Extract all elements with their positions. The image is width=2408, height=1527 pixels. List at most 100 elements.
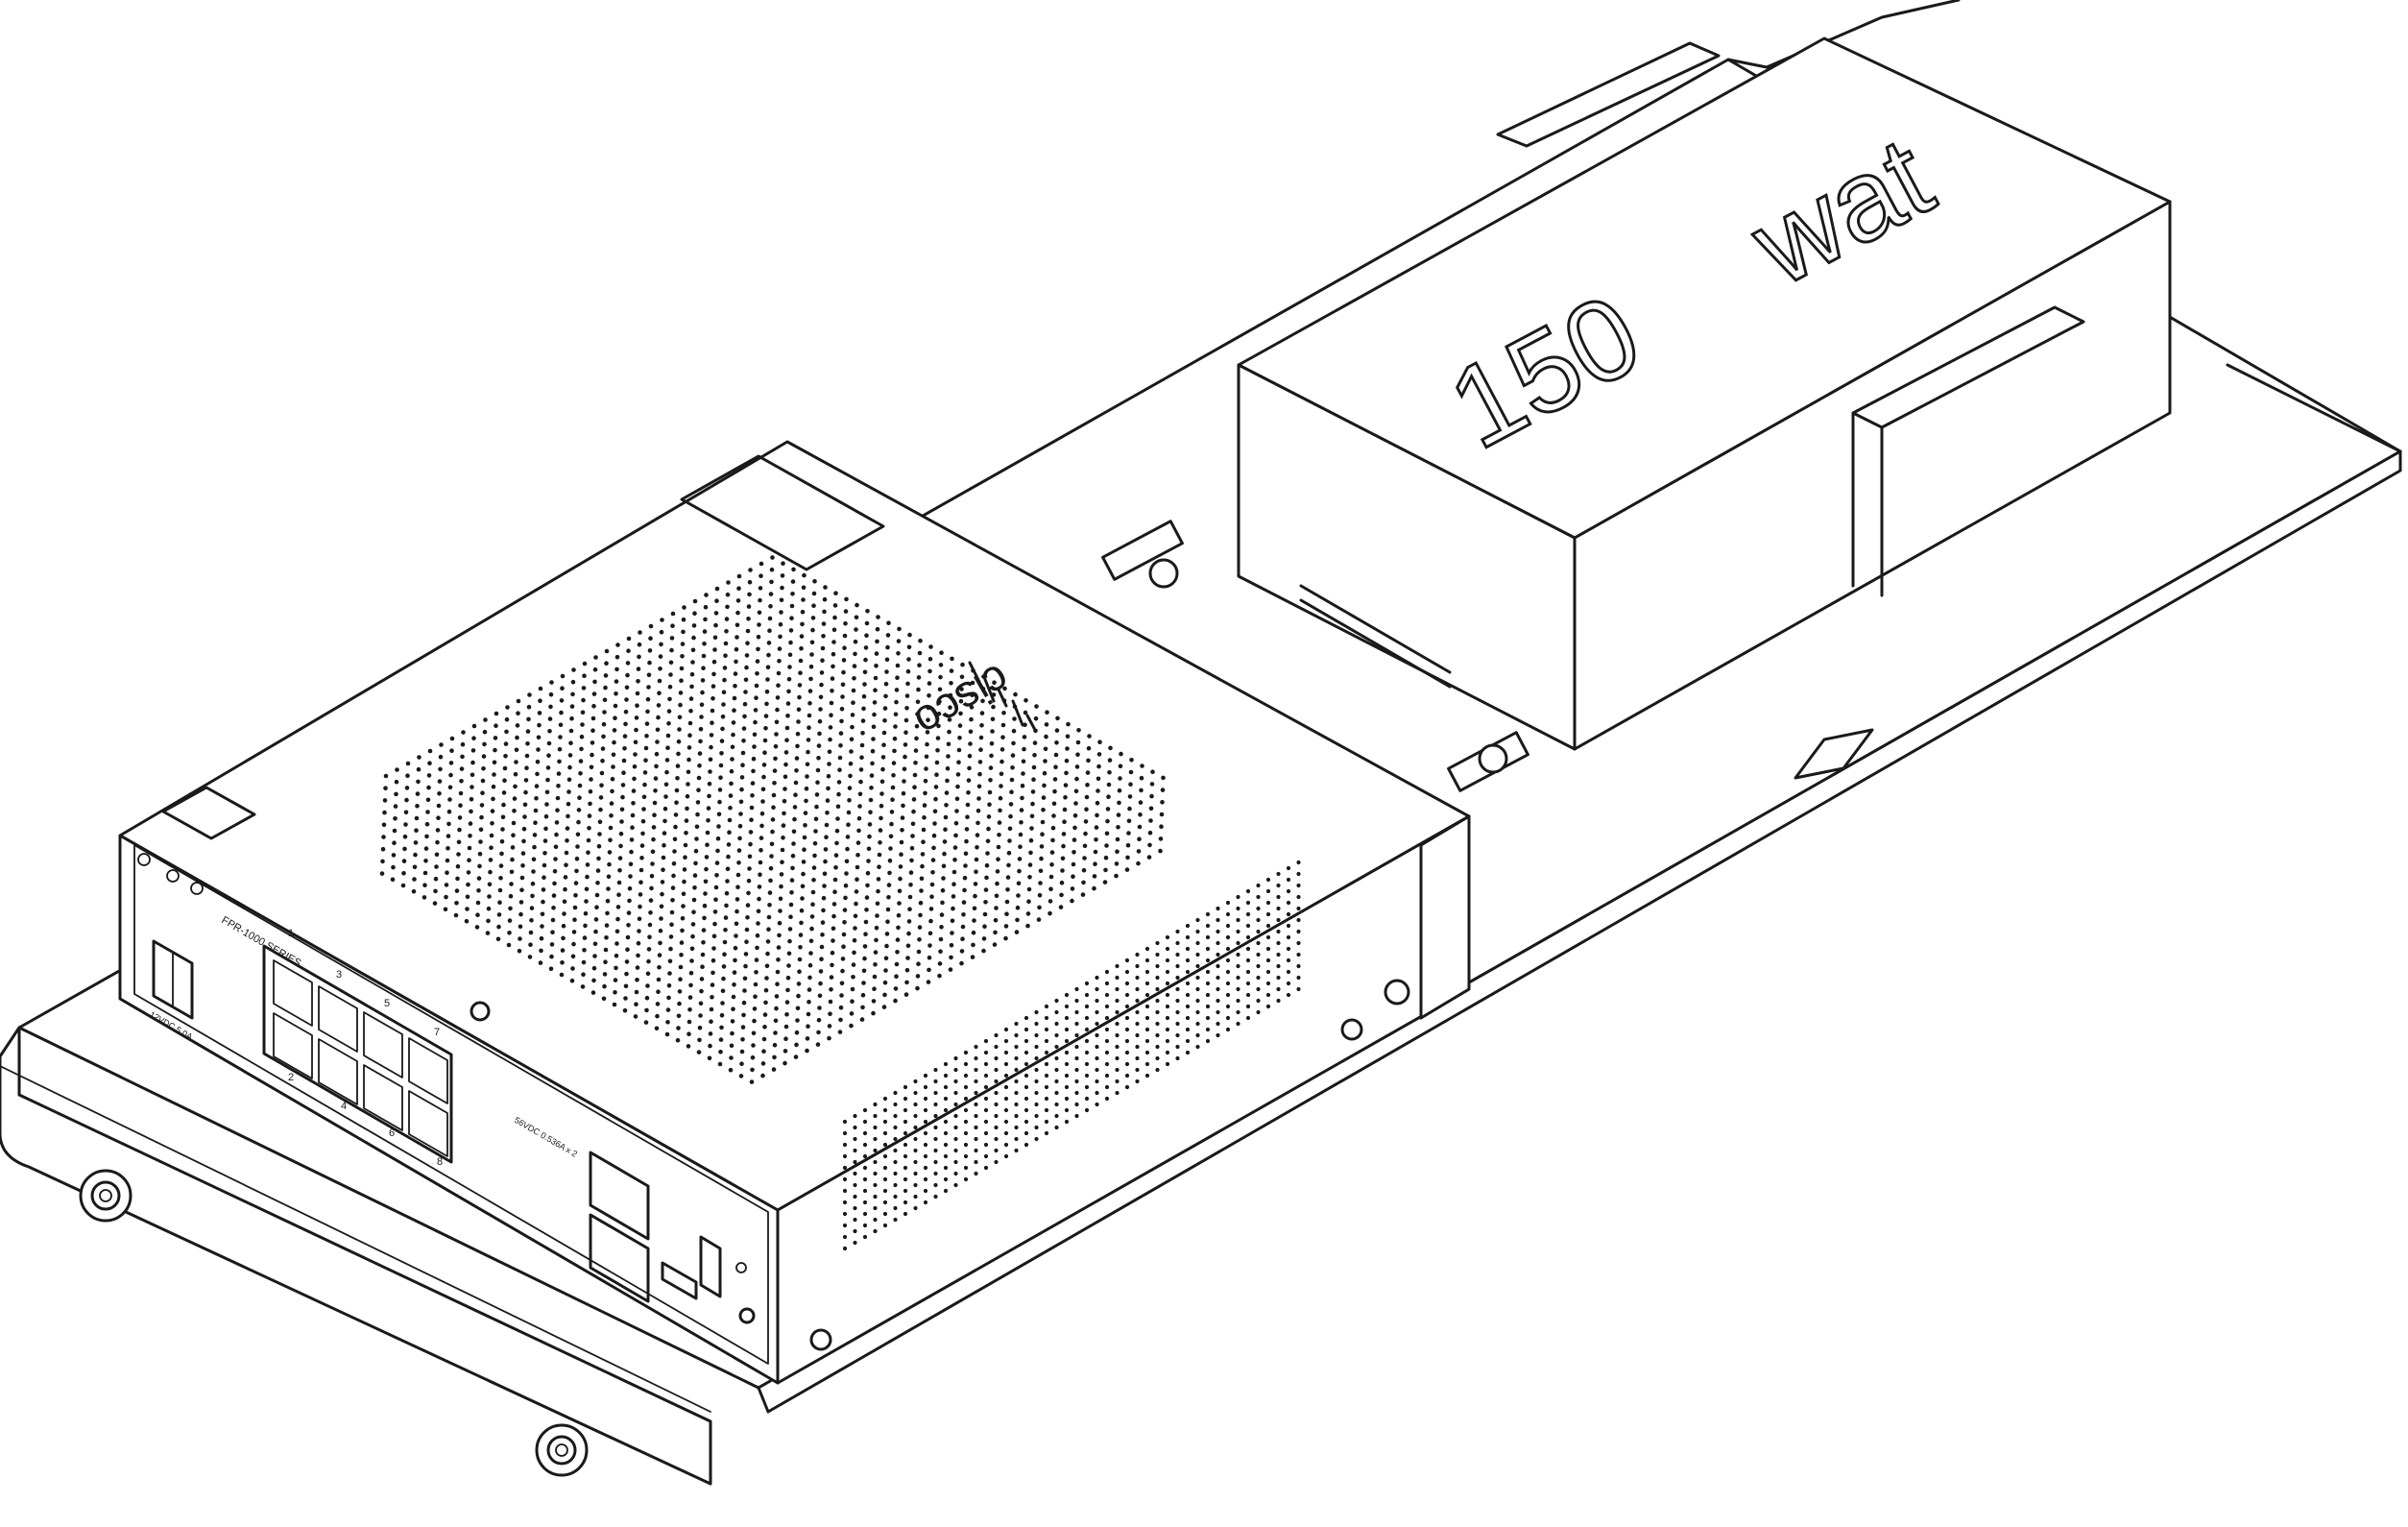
psu-left-face — [1237, 363, 1577, 751]
vent-hole — [713, 611, 719, 616]
vent-hole — [893, 1205, 898, 1211]
vent-hole — [486, 918, 491, 924]
vent-hole — [741, 1012, 746, 1018]
vent-hole — [1276, 871, 1281, 877]
vent-hole — [1185, 1004, 1191, 1009]
vent-hole — [483, 717, 488, 722]
vent-hole — [808, 664, 814, 669]
vent-hole — [725, 866, 731, 872]
vent-hole — [975, 808, 981, 813]
vent-hole — [1175, 940, 1180, 946]
vent-hole — [666, 721, 671, 726]
vent-hole — [1158, 848, 1163, 854]
vent-hole — [963, 863, 968, 868]
vent-hole — [924, 754, 929, 760]
vent-hole — [380, 859, 385, 864]
vent-hole — [988, 765, 994, 770]
vent-hole — [746, 604, 752, 609]
vent-hole — [872, 712, 877, 717]
vent-hole — [933, 1148, 938, 1153]
vent-hole — [685, 806, 689, 812]
vent-hole — [528, 942, 533, 947]
vent-hole — [858, 779, 863, 785]
vent-hole — [648, 623, 654, 629]
vent-hole — [1033, 715, 1039, 721]
vent-hole — [740, 763, 745, 767]
chassis-corner-label — [161, 786, 256, 840]
vent-hole — [561, 923, 566, 929]
vent-hole — [673, 812, 679, 817]
vent-hole — [454, 888, 460, 893]
vent-hole — [774, 1006, 779, 1011]
vent-hole — [1106, 794, 1111, 799]
vent-hole — [697, 1025, 703, 1030]
vent-hole — [1185, 969, 1191, 975]
vent-hole — [961, 900, 967, 905]
vent-hole — [879, 791, 884, 796]
vent-hole — [922, 815, 927, 820]
vent-hole — [745, 915, 750, 920]
vent-hole — [1081, 880, 1086, 885]
vent-hole — [994, 893, 999, 899]
vent-hole — [556, 784, 561, 788]
vent-hole — [950, 931, 954, 935]
vent-hole — [856, 828, 861, 834]
vent-hole — [629, 849, 634, 855]
vent-hole — [699, 702, 705, 708]
vent-hole — [643, 758, 648, 763]
vent-hole — [549, 954, 554, 959]
vent-hole — [500, 827, 505, 832]
vent-hole — [1102, 880, 1108, 885]
vent-hole — [532, 844, 537, 850]
vent-hole — [762, 1025, 767, 1030]
vent-hole — [454, 901, 459, 906]
vent-hole — [981, 948, 986, 954]
vent-hole — [807, 975, 812, 981]
vent-hole — [962, 887, 967, 893]
vent-hole — [829, 700, 834, 706]
vent-hole — [732, 970, 737, 975]
vent-hole — [759, 573, 763, 578]
vent-hole — [608, 837, 613, 842]
vent-hole — [1155, 1032, 1160, 1038]
vent-hole — [1286, 946, 1291, 952]
vent-hole — [681, 629, 686, 635]
vent-hole — [1034, 1009, 1039, 1015]
vent-hole — [1225, 957, 1231, 963]
vent-hole — [1084, 794, 1090, 800]
vent-hole — [1014, 1148, 1019, 1153]
vent-hole — [1185, 1038, 1191, 1044]
vent-hole — [486, 906, 492, 911]
vent-hole — [735, 610, 740, 616]
side-vent-grid — [842, 860, 1301, 1251]
vent-hole — [570, 679, 576, 685]
vent-hole — [853, 1240, 857, 1246]
vent-hole — [1064, 1061, 1070, 1067]
vent-hole — [714, 860, 720, 865]
vent-hole — [453, 912, 459, 918]
vent-hole — [1023, 1050, 1029, 1055]
vent-hole — [623, 983, 629, 989]
vent-hole — [809, 926, 814, 932]
vent-hole — [754, 970, 759, 975]
vent-hole — [853, 1113, 857, 1119]
vent-hole — [767, 890, 773, 895]
vent-hole — [668, 946, 673, 952]
vent-hole — [542, 838, 548, 843]
vent-hole — [959, 687, 964, 691]
vent-hole — [508, 906, 513, 911]
vent-hole — [613, 990, 617, 995]
vent-hole — [934, 772, 939, 777]
vent-hole — [962, 875, 968, 881]
vent-hole — [1165, 992, 1170, 998]
vent-hole — [1135, 1044, 1140, 1050]
vent-hole — [794, 756, 800, 761]
vent-hole — [888, 846, 893, 851]
vent-hole — [1114, 873, 1119, 879]
vent-hole — [807, 689, 813, 693]
vent-hole — [722, 677, 727, 683]
vent-hole — [820, 645, 826, 651]
vent-hole — [1081, 867, 1087, 873]
vent-hole — [1096, 752, 1102, 757]
vent-hole — [1064, 1038, 1070, 1044]
